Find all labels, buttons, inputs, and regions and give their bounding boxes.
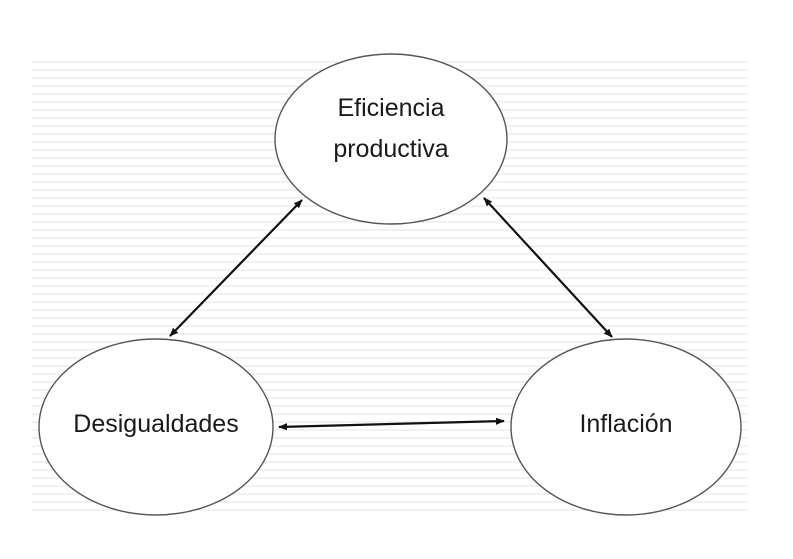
- node-inflacion: Inflación: [510, 338, 742, 516]
- node-eficiencia-label-line1: Eficiencia: [338, 94, 445, 122]
- node-desigualdades-label: Desigualdades: [73, 410, 238, 438]
- arrow-eficiencia-desigualdades: [169, 199, 303, 337]
- node-inflacion-label: Inflación: [579, 410, 672, 438]
- node-inflacion-ellipse: [510, 338, 742, 516]
- arrow-eficiencia-inflacion: [483, 197, 613, 338]
- node-eficiencia-ellipse: [274, 53, 508, 225]
- node-eficiencia-productiva: Eficiencia productiva: [274, 53, 508, 225]
- arrow-desigualdades-inflacion: [278, 417, 505, 431]
- node-eficiencia-label-line2: productiva: [333, 135, 448, 163]
- node-desigualdades-ellipse: [38, 338, 274, 516]
- node-desigualdades: Desigualdades: [38, 338, 274, 516]
